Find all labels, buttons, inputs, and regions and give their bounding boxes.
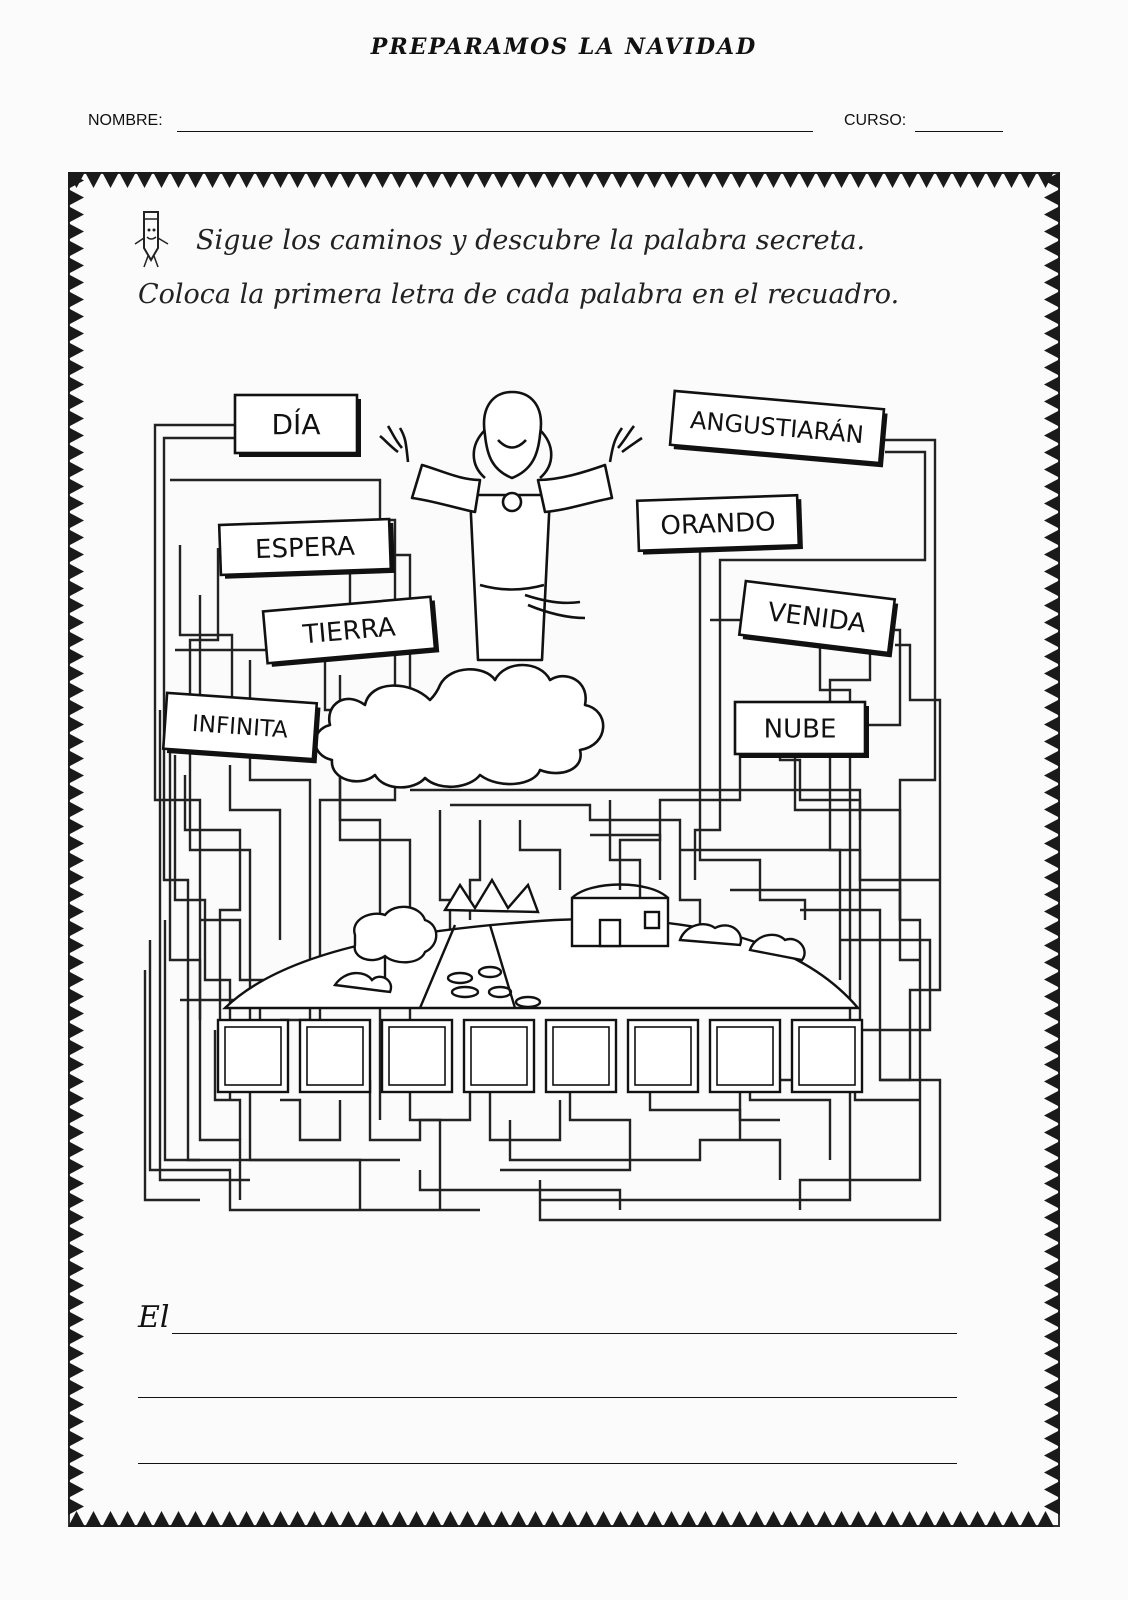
answer-boxes — [216, 1018, 864, 1094]
answer-letter-box-inner — [798, 1026, 856, 1086]
answer-letter-box[interactable] — [544, 1018, 618, 1094]
jesus-on-cloud-illustration — [314, 390, 643, 789]
answer-letter-box[interactable] — [216, 1018, 290, 1094]
answer-line-1[interactable] — [172, 1333, 957, 1334]
answer-letter-box[interactable] — [380, 1018, 454, 1094]
course-field[interactable] — [915, 131, 1003, 132]
word-sign: ORANDO — [635, 493, 803, 555]
instruction-line-2: Coloca la primera letra de cada palabra … — [138, 279, 900, 310]
word-sign: INFINITA — [161, 691, 321, 764]
answer-letter-box-inner — [224, 1026, 282, 1086]
answer-letter-box-inner — [716, 1026, 774, 1086]
word-sign: ESPERA — [217, 517, 395, 579]
zigzag-border-bottom — [68, 1511, 1054, 1527]
zigzag-border-right — [1044, 172, 1060, 1515]
instruction-line-1: Sigue los caminos y descubre la palabra … — [196, 225, 866, 256]
name-label: NOMBRE: — [88, 112, 163, 129]
course-label: CURSO: — [844, 112, 907, 129]
maze-illustration: DÍA ANGUSTIARÁN ESPERA ORANDO TIERRA VENIDA IN… — [143, 389, 942, 1222]
answer-letter-box[interactable] — [462, 1018, 536, 1094]
answer-letter-box-inner — [470, 1026, 528, 1086]
answer-letter-box-inner — [634, 1026, 692, 1086]
word-sign-label: ESPERA — [255, 532, 356, 565]
word-sign: TIERRA — [261, 595, 440, 667]
answer-letter-box-inner — [306, 1026, 364, 1086]
name-field[interactable] — [177, 131, 813, 132]
pencil-character-icon — [134, 211, 169, 268]
answer-line-2[interactable] — [138, 1397, 957, 1398]
answer-prefix: El — [138, 1300, 170, 1335]
zigzag-border-left — [68, 172, 84, 1515]
page-title: PREPARAMOS LA NAVIDAD — [370, 34, 758, 60]
word-signs: DÍA ANGUSTIARÁN ESPERA ORANDO TIERRA VENIDA IN… — [161, 389, 899, 764]
word-sign: ANGUSTIARÁN — [668, 389, 888, 468]
zigzag-border-top — [68, 172, 1054, 188]
answer-letter-box-inner — [552, 1026, 610, 1086]
answer-letter-box[interactable] — [298, 1018, 372, 1094]
word-sign-label: ORANDO — [660, 507, 776, 541]
word-sign-label: DÍA — [272, 407, 321, 441]
answer-letter-box-inner — [388, 1026, 446, 1086]
hill-village-illustration — [222, 877, 861, 1010]
word-sign: NUBE — [733, 700, 869, 758]
answer-line-3[interactable] — [138, 1463, 957, 1464]
word-sign: VENIDA — [737, 579, 899, 658]
answer-letter-box[interactable] — [790, 1018, 864, 1094]
word-sign-label: NUBE — [764, 714, 837, 744]
answer-letter-box[interactable] — [626, 1018, 700, 1094]
word-sign: DÍA — [233, 393, 361, 457]
answer-letter-box[interactable] — [708, 1018, 782, 1094]
